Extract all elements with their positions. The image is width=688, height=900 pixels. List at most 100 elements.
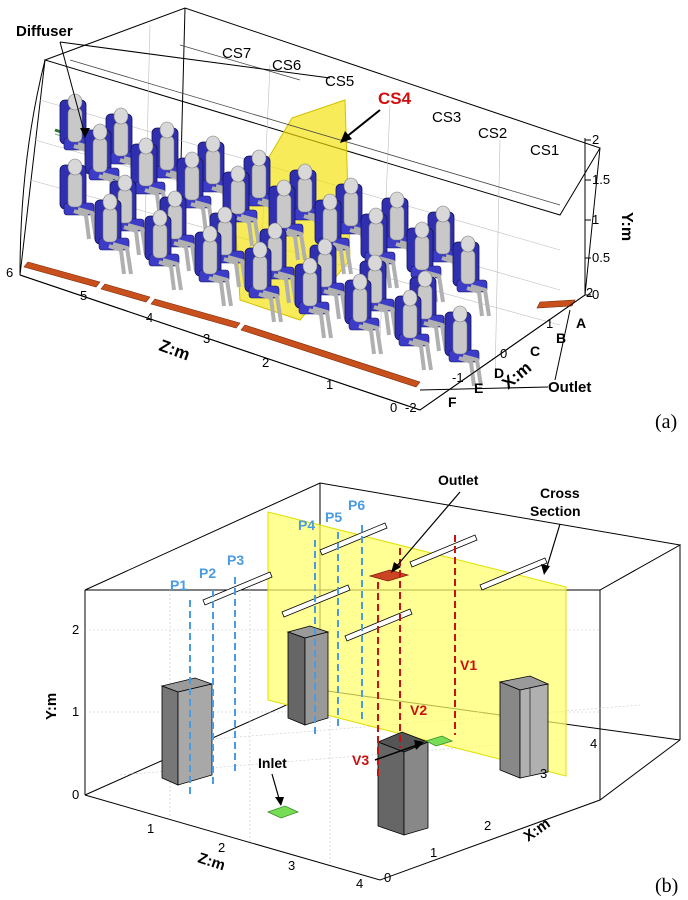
z-tick-label: 4 bbox=[146, 310, 153, 325]
cross-section-lines bbox=[69, 44, 561, 206]
cross-section-arrowhead bbox=[541, 564, 550, 575]
y-axis-label: Y:m bbox=[618, 212, 635, 241]
z-axis-label: Z:m bbox=[157, 336, 193, 365]
x-tick-label: 1 bbox=[546, 316, 553, 331]
z-tick-label: 3 bbox=[288, 858, 295, 873]
ceiling-slot bbox=[202, 571, 273, 606]
y-tick-label: 0.5 bbox=[592, 250, 610, 265]
occupant-box bbox=[160, 677, 214, 786]
y-tick-label: 2 bbox=[592, 132, 599, 147]
panel-a-caption: (a) bbox=[655, 411, 677, 433]
v-label: V2 bbox=[410, 702, 427, 718]
x-tick-label: 2 bbox=[484, 818, 491, 833]
seat-with-passenger bbox=[344, 273, 383, 355]
occupant-boxes bbox=[160, 625, 550, 836]
seat-with-passenger bbox=[243, 149, 282, 231]
z-tick-label: 1 bbox=[326, 377, 333, 392]
z-tick-label: 1 bbox=[147, 821, 154, 836]
occupant-box bbox=[376, 731, 430, 836]
seat-with-passenger bbox=[394, 289, 433, 371]
seat-with-passenger bbox=[452, 235, 491, 317]
cs-label: CS6 bbox=[272, 57, 301, 74]
v3-arrowhead bbox=[414, 740, 424, 750]
x-tick-label: 0 bbox=[384, 870, 391, 885]
occupant-box bbox=[498, 675, 550, 779]
seat-with-passenger bbox=[427, 205, 466, 287]
diffuser-label: Diffuser bbox=[16, 23, 73, 40]
seat-with-passenger bbox=[222, 165, 261, 247]
seat-with-passenger bbox=[444, 305, 483, 387]
seat-with-passenger bbox=[84, 123, 123, 205]
probe-label: P5 bbox=[325, 509, 342, 525]
ceiling-slot bbox=[479, 557, 548, 591]
cross-section-label-line2: Section bbox=[530, 503, 581, 519]
probe-label: P2 bbox=[199, 565, 216, 581]
seat-with-passenger bbox=[244, 241, 283, 323]
inlet-vent bbox=[266, 805, 300, 819]
outlet-label-b: Outlet bbox=[438, 472, 479, 488]
occupant-box bbox=[286, 625, 330, 726]
z-tick-label: 2 bbox=[262, 355, 269, 370]
column-letter: E bbox=[474, 380, 483, 396]
x-tick-label: -1 bbox=[452, 370, 464, 385]
ceiling-slots bbox=[202, 522, 548, 642]
cross-section-arrow bbox=[545, 523, 561, 571]
outlet-arrow-b bbox=[394, 491, 461, 569]
z-tick-label: 3 bbox=[203, 331, 210, 346]
z-tick-label: 2 bbox=[218, 840, 225, 855]
seat-with-passenger bbox=[109, 174, 148, 256]
cs-label: CS7 bbox=[222, 45, 251, 62]
y-tick-label: 1.5 bbox=[592, 172, 610, 187]
v3-arrow bbox=[374, 743, 421, 761]
seat-with-passenger bbox=[194, 225, 233, 307]
x-axis-label: X:m bbox=[521, 815, 554, 845]
ceiling-slot bbox=[409, 534, 478, 568]
x-tick-label: 4 bbox=[590, 736, 597, 751]
v-label: V1 bbox=[460, 657, 477, 673]
x-tick-label: 0 bbox=[500, 346, 507, 361]
seat-with-passenger bbox=[294, 257, 333, 339]
seat-array bbox=[59, 93, 491, 387]
y-axis-b: 0 1 2 Y:m bbox=[43, 622, 79, 802]
inlet-vent bbox=[424, 735, 454, 747]
y-tick-label: 1 bbox=[592, 212, 599, 227]
panel-b-caption: (b) bbox=[655, 875, 678, 897]
seat-with-passenger bbox=[209, 206, 248, 288]
x-tick-label: -2 bbox=[405, 400, 417, 415]
seat-with-passenger bbox=[406, 221, 445, 303]
panel-b: P1 P2 P3 P4 P5 P6 V1 V2 V3 Outlet Cross … bbox=[43, 472, 682, 897]
probe-label: P1 bbox=[170, 577, 187, 593]
outlet-vent bbox=[368, 569, 410, 582]
probe-lines bbox=[189, 525, 363, 795]
y-axis-label: Y:m bbox=[43, 693, 60, 720]
seat-with-passenger bbox=[59, 158, 98, 240]
column-letter: D bbox=[494, 365, 504, 381]
x-tick-label: 1 bbox=[430, 845, 437, 860]
cs-label: CS1 bbox=[530, 142, 559, 159]
probe-label: P4 bbox=[298, 517, 315, 533]
cs-label: CS3 bbox=[432, 109, 461, 126]
inlet-label: Inlet bbox=[258, 755, 287, 771]
outlet-leaders-a bbox=[419, 309, 571, 391]
cs4-arrowhead bbox=[340, 131, 352, 143]
x-tick-label: 3 bbox=[540, 766, 547, 781]
outlet-arrowhead-b bbox=[391, 562, 401, 573]
z-axis-b: 1 2 3 4 Z:m bbox=[147, 821, 363, 891]
vertical-lines bbox=[377, 535, 456, 780]
column-letter: C bbox=[530, 343, 540, 359]
outlet-label-a: Outlet bbox=[548, 379, 591, 396]
diffuser-arrowhead bbox=[80, 128, 90, 138]
v-label: V3 bbox=[352, 752, 369, 768]
diffuser-leaders bbox=[59, 41, 331, 136]
ceiling-slot bbox=[344, 608, 413, 642]
cs-label: CS2 bbox=[478, 125, 507, 142]
inlet-arrowhead bbox=[275, 797, 284, 806]
column-letter: F bbox=[448, 394, 457, 410]
column-letter: B bbox=[556, 330, 566, 346]
y-tick-label: 0 bbox=[592, 287, 599, 302]
cs4-arrow-line bbox=[344, 109, 381, 139]
probe-labels: P1 P2 P3 P4 P5 P6 bbox=[170, 497, 365, 593]
y-tick-label: 1 bbox=[72, 704, 79, 719]
seat-with-passenger bbox=[176, 151, 215, 233]
